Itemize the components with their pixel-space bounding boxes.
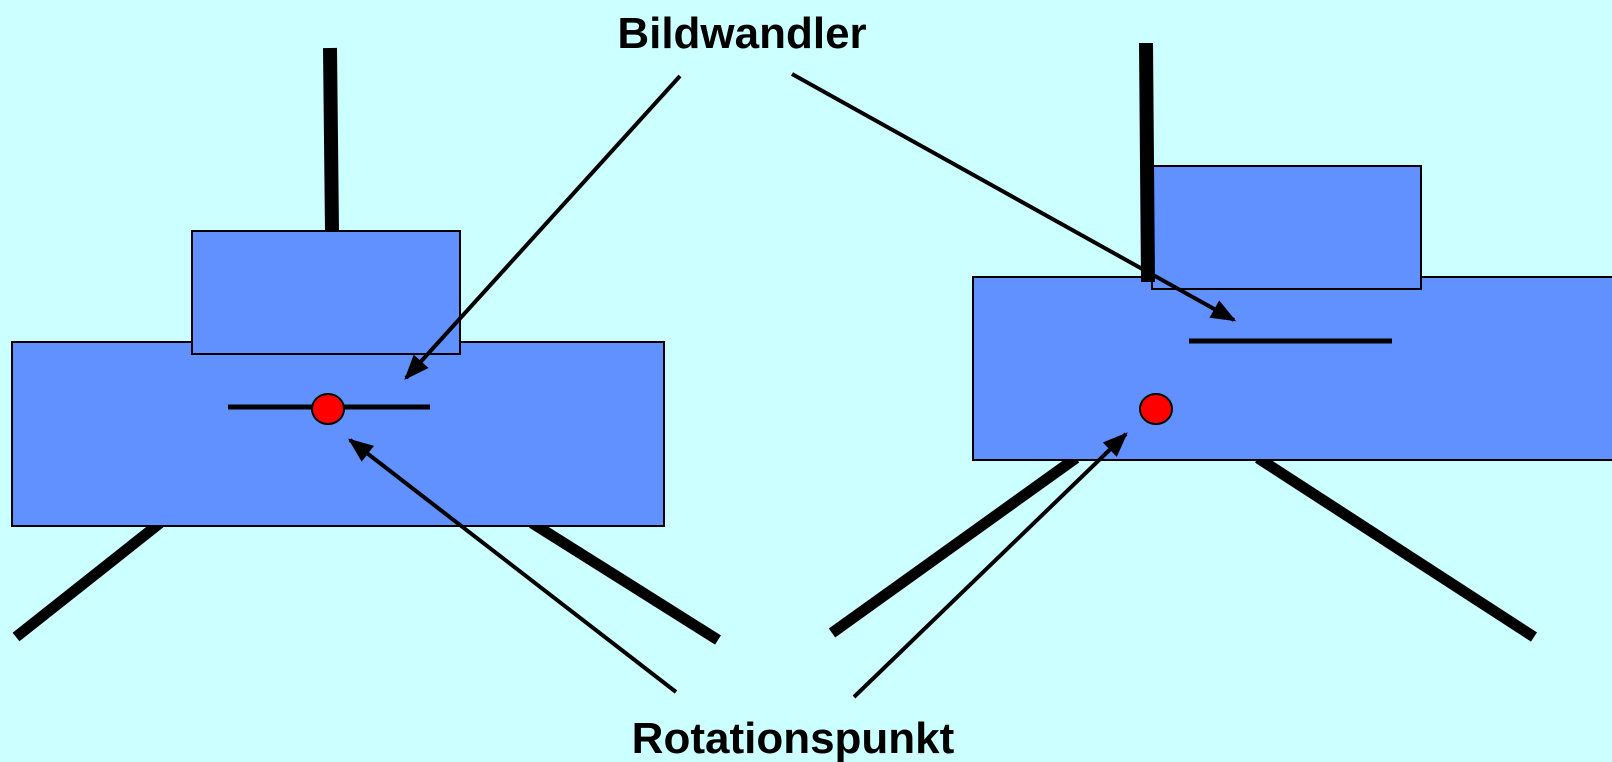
arrow-rotationspunkt-left [348,438,678,694]
right-main-body [972,276,1612,461]
left-rotation-point [311,393,345,425]
left-post [323,47,339,233]
right-post [1139,42,1155,283]
right-rotation-point [1139,393,1173,425]
left-leg-left [12,518,164,642]
left-leg-right [529,518,721,645]
left-c-arm [11,47,721,645]
arrow-bildwandler-left [404,74,682,380]
right-leg-right [1255,453,1537,642]
label-rotationspunkt: Rotationspunkt [632,714,955,762]
arrow-bildwandler-right [791,72,1237,322]
label-bildwandler: Bildwandler [617,9,866,58]
left-upper-box [191,230,461,355]
arrow-rotationspunkt-right [852,432,1128,699]
right-leg-left [828,453,1080,638]
right-upper-box [1151,165,1422,290]
right-c-arm [828,42,1612,642]
left-main-body [11,341,665,527]
